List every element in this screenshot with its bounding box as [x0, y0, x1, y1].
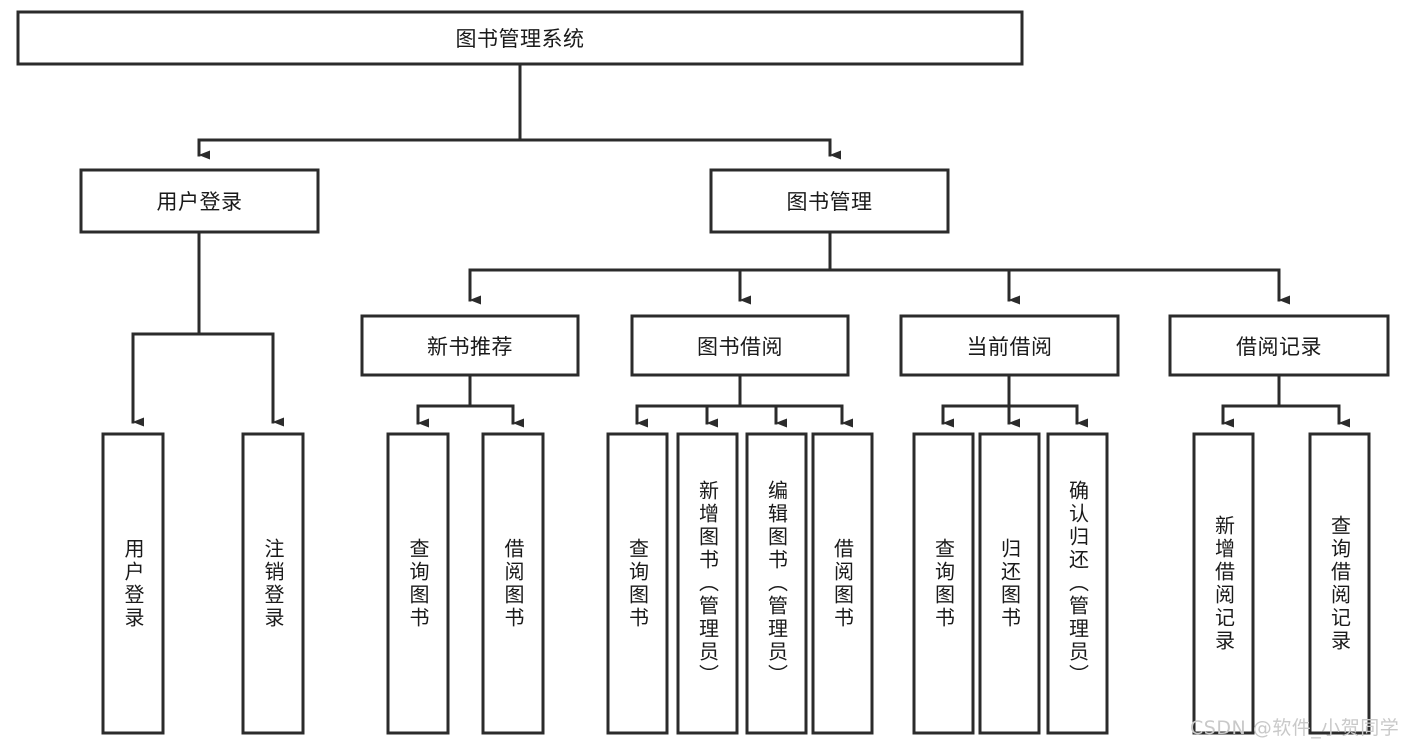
node-box-leaf-query-book-2[interactable] — [606, 432, 669, 735]
node-box-leaf-confirm-return[interactable] — [1046, 432, 1109, 735]
node-box-leaf-return-book[interactable] — [978, 432, 1041, 735]
node-box-current-borrow[interactable] — [899, 314, 1120, 377]
node-box-leaf-query-book-3[interactable] — [912, 432, 975, 735]
node-box-leaf-query-record[interactable] — [1308, 432, 1371, 735]
node-box-book-borrow[interactable] — [630, 314, 850, 377]
csdn-watermark: CSDN @软件_小贺同学 — [1190, 717, 1400, 739]
connector-userlogin-to-leaves — [131, 230, 284, 427]
connector-root-to-level2 — [197, 62, 841, 160]
node-box-leaf-borrow-book-1[interactable] — [481, 432, 545, 735]
node-box-leaf-borrow-book-2[interactable] — [811, 432, 874, 735]
node-box-leaf-query-book-1[interactable] — [386, 432, 450, 735]
node-box-leaf-edit-book[interactable] — [745, 432, 808, 735]
node-box-book-management[interactable] — [709, 168, 950, 234]
node-box-root[interactable] — [16, 10, 1024, 66]
connector-current-to-leaves — [941, 373, 1088, 428]
connector-bookmgmt-to-level3 — [468, 230, 1290, 305]
node-box-borrow-record[interactable] — [1168, 314, 1390, 377]
node-box-leaf-logout[interactable] — [241, 432, 305, 735]
node-box-leaf-add-record[interactable] — [1192, 432, 1255, 735]
connector-record-to-leaves — [1221, 373, 1350, 428]
node-box-leaf-user-login[interactable] — [101, 432, 165, 735]
node-box-new-book-recommend[interactable] — [360, 314, 580, 377]
node-box-user-login[interactable] — [79, 168, 320, 234]
node-box-leaf-add-book[interactable] — [676, 432, 739, 735]
connector-borrow-to-leaves — [635, 373, 853, 428]
connector-newbook-to-leaves — [416, 373, 524, 428]
